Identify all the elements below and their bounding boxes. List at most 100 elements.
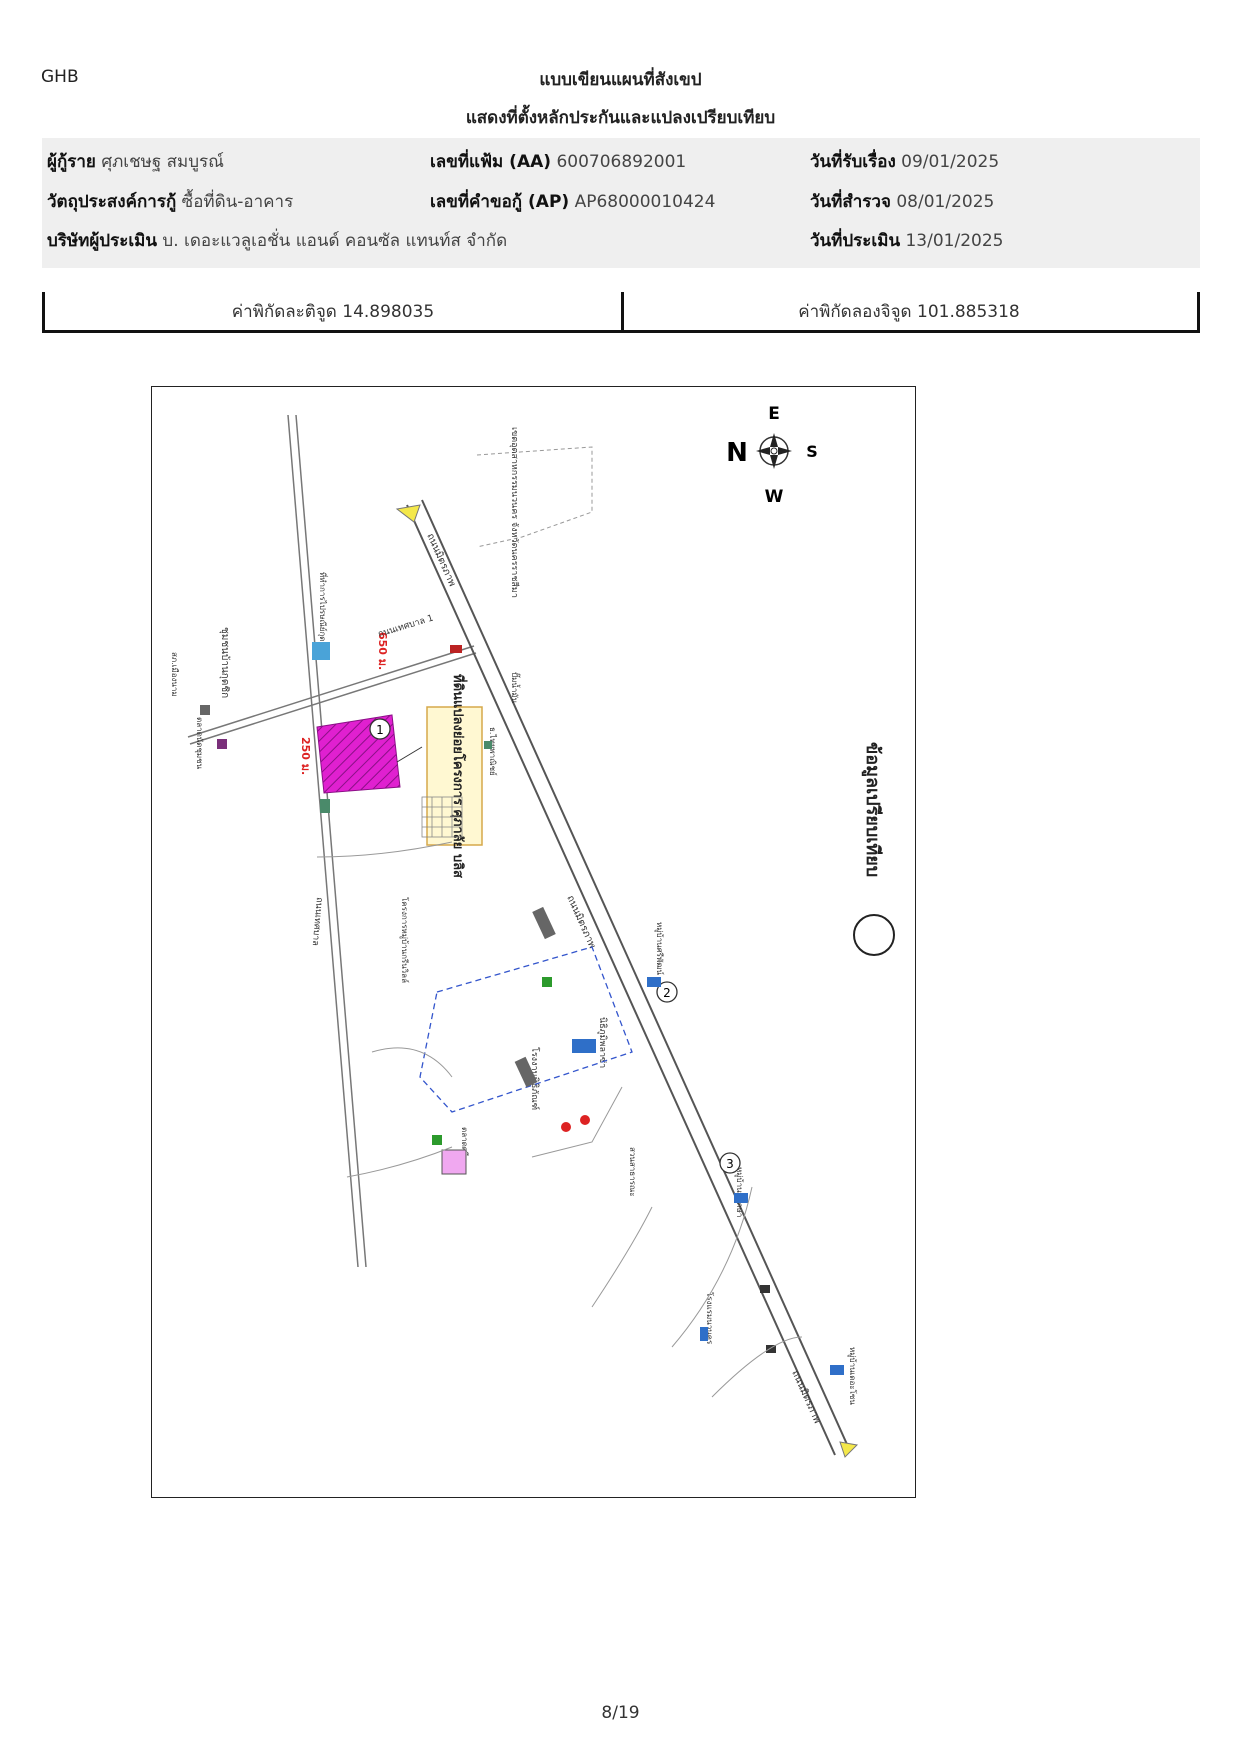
subject-marker xyxy=(369,718,391,740)
received-date-label: วันที่รับเรื่อง xyxy=(810,152,896,172)
seven-eleven-icon-2 xyxy=(432,1135,442,1145)
market-icon xyxy=(441,1149,467,1175)
community-label: ชุมชนบ้านกุดชิก xyxy=(219,627,231,698)
bank-icon xyxy=(484,741,492,749)
borrower-field: ผู้กู้ราย ศุภเชษฐ สมบูรณ์ xyxy=(47,148,224,175)
brand-label: GHB xyxy=(41,67,79,87)
legend-label: ข้อมูลเปรียบเทียบ xyxy=(861,742,883,877)
borrower-label: ผู้กู้ราย xyxy=(47,152,96,172)
side-road xyxy=(187,645,477,745)
village-a-label: หมู่บ้านศรีพัฒน์ xyxy=(654,922,665,975)
longitude-cell: ค่าพิกัดลองจิจูด 101.885318 xyxy=(621,292,1200,333)
side-road-label: ถนนเทศบาล 1 xyxy=(377,614,435,640)
industrial-zone-outline xyxy=(476,446,593,548)
building-icon xyxy=(532,906,556,940)
fuel-label: ปั๊มน้ำมัน xyxy=(510,672,521,704)
callout-leader xyxy=(396,746,423,763)
appraiser-value: บ. เดอะแวลูเอชั่น แอนด์ คอนซัล แทนท์ส จำ… xyxy=(162,231,508,251)
left-road-label: ถนนเทศบาล xyxy=(310,897,324,946)
market-label: ตลาดศรีนคร xyxy=(460,1127,469,1172)
police-icon xyxy=(200,705,210,715)
application-no-value: AP68000010424 xyxy=(574,192,716,212)
appraised-date-value: 13/01/2025 xyxy=(905,231,1004,251)
restaurant-icon-2 xyxy=(580,1115,590,1125)
village-c-icon xyxy=(830,1365,844,1375)
comparable-3-marker xyxy=(719,1152,741,1174)
estate-label: โครงการหมู่บ้านกรีนวิลล์ xyxy=(399,897,410,983)
borrower-value: ศุภเชษฐ สมบูรณ์ xyxy=(101,152,224,172)
info-panel: ผู้กู้ราย ศุภเชษฐ สมบูรณ์ เลขที่แฟ้ม (AA… xyxy=(42,138,1200,268)
compass-s-label: S xyxy=(806,442,818,461)
subject-callout-box xyxy=(426,706,483,846)
hotel-icon xyxy=(700,1327,708,1341)
seven-eleven-icon xyxy=(542,977,552,987)
condo-label: นิธิภูมิพลาซ่า xyxy=(597,1017,608,1068)
distance-650: 650 ม. xyxy=(376,632,389,670)
left-road xyxy=(287,414,367,1268)
post-office-icon xyxy=(312,642,330,660)
file-no-value: 600706892001 xyxy=(556,152,687,172)
info-row-3: บริษัทผู้ประเมิน บ. เดอะแวลูเอชั่น แอนด์… xyxy=(42,227,1200,257)
main-highway xyxy=(406,499,851,1456)
bank-label: ธ.ไทยพาณิชย์ xyxy=(488,727,498,776)
compass-e-label: E xyxy=(768,404,780,424)
appraiser-field: บริษัทผู้ประเมิน บ. เดอะแวลูเอชั่น แอนด์… xyxy=(47,227,507,254)
survey-date-label: วันที่สำรวจ xyxy=(810,192,891,212)
page-subtitle: แสดงที่ตั้งหลักประกันและแปลงเปรียบเทียบ xyxy=(465,108,776,128)
housing-grid xyxy=(421,796,463,838)
village-a-icon xyxy=(647,977,661,987)
factory-boundary xyxy=(419,946,633,1113)
info-row-1: ผู้กู้ราย ศุภเชษฐ สมบูรณ์ เลขที่แฟ้ม (AA… xyxy=(42,148,1200,178)
comparable-2-marker xyxy=(656,981,678,1003)
police-station-label: สภ.เมืองนาม xyxy=(170,652,179,697)
compass-n-label: N xyxy=(726,438,748,468)
fuel-icon-3 xyxy=(766,1345,776,1353)
community-icon xyxy=(217,739,227,749)
road-label-mid: ถนนมิตรภาพ xyxy=(564,894,597,951)
arrow-top-icon xyxy=(395,504,421,523)
appraiser-label: บริษัทผู้ประเมิน xyxy=(47,231,157,251)
industrial-zone-label: เขตอุตสาหกรรมนวนคร จังหวัดนครราชสีมา xyxy=(509,427,520,598)
received-date-field: วันที่รับเรื่อง 09/01/2025 xyxy=(810,148,999,175)
village-b-label: หมู่บ้านพฤกษา xyxy=(734,1167,744,1217)
purpose-value: ซื้อที่ดิน-อาคาร xyxy=(181,192,294,212)
distance-250: 250 ม. xyxy=(299,737,312,775)
location-map: 1 ที่ดินแปลงย่อยโครงการ ศุภาลัย บลิส 650… xyxy=(151,386,916,1498)
market-community-label: ตลาดนัดชุมชน xyxy=(195,717,204,770)
appraised-date-field: วันที่ประเมิน 13/01/2025 xyxy=(810,227,1003,254)
fuel-icon xyxy=(450,645,462,653)
compass-w-label: W xyxy=(765,487,784,507)
hotel-label: โรงแรมนวนคร xyxy=(705,1292,715,1345)
legend-circle-icon xyxy=(853,914,895,956)
purpose-label: วัตถุประสงค์การกู้ xyxy=(47,192,177,212)
compass-icon xyxy=(756,433,792,469)
application-no-field: เลขที่คำขอกู้ (AP) AP68000010424 xyxy=(430,188,715,215)
page-number: 8/19 xyxy=(601,1703,640,1723)
map-canvas: 1 ที่ดินแปลงย่อยโครงการ ศุภาลัย บลิส 650… xyxy=(170,404,895,1458)
building-small-icon xyxy=(320,799,330,813)
fuel-icon-2 xyxy=(760,1285,770,1293)
purpose-field: วัตถุประสงค์การกู้ ซื้อที่ดิน-อาคาร xyxy=(47,188,293,215)
file-no-field: เลขที่แฟ้ม (AA) 600706892001 xyxy=(430,148,686,175)
survey-date-field: วันที่สำรวจ 08/01/2025 xyxy=(810,188,994,215)
info-row-2: วัตถุประสงค์การกู้ ซื้อที่ดิน-อาคาร เลขท… xyxy=(42,188,1200,218)
minor-roads xyxy=(316,841,803,1398)
page-title: แบบเขียนแผนที่สังเขป xyxy=(539,70,702,90)
appraised-date-label: วันที่ประเมิน xyxy=(810,231,901,251)
subject-number: 1 xyxy=(376,723,384,737)
comparable-2-number: 2 xyxy=(663,986,671,1000)
received-date-value: 09/01/2025 xyxy=(901,152,1000,172)
arrow-bottom-icon xyxy=(839,1441,859,1458)
comparable-3-number: 3 xyxy=(726,1157,734,1171)
subject-callout: ที่ดินแปลงย่อยโครงการ ศุภาลัย บลิส xyxy=(450,674,468,878)
restaurant-icon xyxy=(561,1122,571,1132)
file-no-label: เลขที่แฟ้ม (AA) xyxy=(430,152,552,172)
latitude-cell: ค่าพิกัดละติจูด 14.898035 xyxy=(42,292,624,333)
survey-date-value: 08/01/2025 xyxy=(896,192,995,212)
village-b-icon xyxy=(734,1193,748,1203)
application-no-label: เลขที่คำขอกู้ (AP) xyxy=(430,192,570,212)
park-label: สวนสาธารณะ xyxy=(628,1147,637,1197)
condo-icon xyxy=(572,1039,596,1053)
factory-icon xyxy=(514,1056,538,1088)
village-c-label: หมู่บ้านเดอะโซน xyxy=(847,1347,858,1405)
